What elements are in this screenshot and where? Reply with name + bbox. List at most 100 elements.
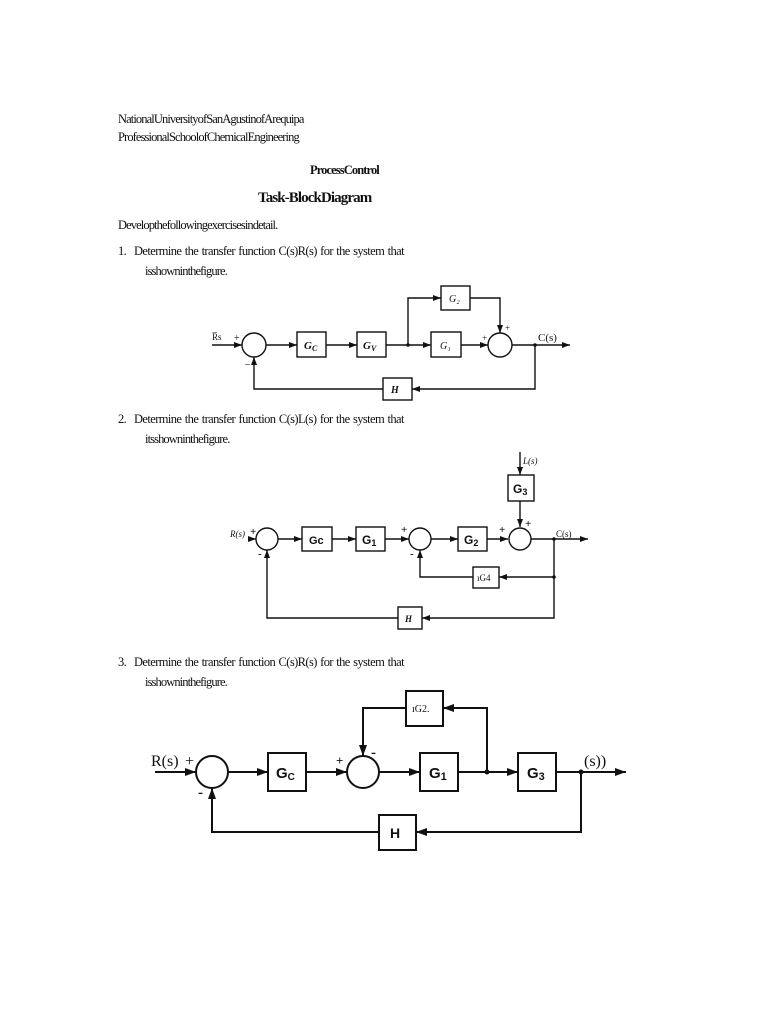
block-gc [267, 752, 307, 792]
inner-feedback-line [359, 707, 406, 756]
input-label: R(s) [229, 529, 245, 539]
outer-feedback-line [208, 788, 379, 833]
question-3: 3. Determine the transfer function C(s)R… [118, 655, 418, 695]
word: system [353, 655, 385, 669]
branch-point [406, 343, 410, 347]
block-g2-label: G₂ [449, 294, 460, 305]
word: C(s)L(s) [278, 412, 317, 426]
word: C(s)R(s) [278, 244, 318, 258]
question-1: 1. Determine the transfer function C(s)R… [118, 244, 418, 284]
word: that [387, 412, 405, 426]
sign-minus: - [410, 548, 414, 560]
word: for [320, 244, 333, 258]
question-number: 2. [118, 412, 127, 426]
sign-plus: + [482, 333, 487, 343]
block-g1-label: G1 [362, 533, 376, 548]
sign-minus: – [244, 359, 251, 370]
output-label: (s)) [584, 753, 606, 770]
feedforward-line [470, 297, 503, 333]
word: that [387, 655, 405, 669]
question-2: 2. Determine the transfer function C(s)L… [118, 412, 418, 452]
task-title: Task-BlockDiagram [258, 190, 372, 206]
word: transfer [201, 412, 236, 426]
inner-feedback-line [417, 550, 473, 578]
course-title: ProcessControl [310, 163, 380, 177]
branch-point [484, 769, 490, 775]
word: system [352, 412, 385, 426]
word: Determine [134, 244, 182, 258]
branch-point [533, 343, 537, 347]
word: the [336, 412, 350, 426]
word: the [184, 412, 199, 426]
inner-feedback-line [443, 704, 488, 772]
instructions: Developthefollowingexercisesindetail. [118, 218, 278, 232]
question-text-line-1: Determine the transfer function C(s)R(s)… [134, 655, 405, 670]
word: transfer [201, 244, 236, 258]
sign-plus: + [336, 753, 343, 768]
word: function [238, 244, 276, 258]
word: the [336, 655, 350, 669]
input-label: R(s) [151, 753, 179, 770]
question-text-line-1: Determine the transfer function C(s)L(s)… [134, 412, 405, 427]
input-label: R̅s [212, 332, 222, 342]
block-g2 [405, 690, 444, 727]
sign-plus: + [401, 524, 407, 536]
block-gc [296, 331, 327, 358]
output-label: C(s) [538, 332, 557, 344]
word: function [238, 655, 276, 669]
sign-plus: + [525, 518, 531, 530]
block-h-label: H [390, 825, 400, 841]
outer-feedback-line [416, 772, 582, 836]
feedback-line [251, 357, 383, 390]
block-g4-label: ıG4 [477, 573, 491, 583]
word: for [320, 655, 333, 669]
output-label: C(s) [556, 529, 572, 539]
block-h-label: H [404, 614, 413, 624]
school-name: ProfessionalSchoolofChemicalEngineering [118, 130, 300, 144]
question-text-line-2: itsshowninthefigure. [145, 432, 230, 446]
block-gc-label: GC [276, 765, 295, 783]
word: Determine [134, 655, 182, 669]
word: function [238, 412, 276, 426]
block-g3-label: G3 [527, 765, 545, 783]
block-g3 [507, 474, 535, 502]
word: the [184, 244, 199, 258]
sign-minus: - [371, 745, 376, 761]
branch-point [578, 769, 584, 775]
question-text-line-2: isshowninthefigure. [145, 264, 228, 278]
block-g2-label: G2 [464, 533, 478, 548]
feedback-line [412, 345, 536, 392]
word: the [336, 244, 350, 258]
sign-plus: + [499, 524, 505, 536]
word: for [319, 412, 333, 426]
block-g2-label: ıG2. [412, 704, 430, 715]
sign-plus: + [185, 753, 194, 770]
word: system [353, 244, 385, 258]
outer-feedback-line [422, 577, 555, 621]
block-g3-label: G3 [513, 482, 527, 497]
sign-plus: + [505, 323, 510, 333]
block-h-label: H [390, 385, 400, 396]
block-g1-label: G₁ [440, 341, 451, 352]
block-gc-label: Gc [309, 535, 324, 547]
question-number: 1. [118, 244, 127, 258]
question-text-line-1: Determine the transfer function C(s)R(s)… [134, 244, 405, 259]
block-g2 [440, 285, 471, 311]
sign-plus: + [250, 526, 256, 538]
block-g3 [517, 752, 557, 792]
block-g1-label: G1 [429, 765, 447, 783]
word: Determine [134, 412, 182, 426]
word: C(s)R(s) [278, 655, 318, 669]
word: that [387, 244, 405, 258]
question-number: 3. [118, 655, 127, 669]
summing-junction-1 [195, 755, 229, 789]
word: transfer [201, 655, 236, 669]
block-gc-label: GC [304, 340, 318, 353]
sign-plus: + [234, 333, 240, 344]
disturbance-label: L(s) [522, 456, 538, 466]
block-h [378, 814, 417, 851]
branch-point [552, 575, 556, 579]
question-text-line-2: isshowninthefigure. [145, 675, 228, 689]
